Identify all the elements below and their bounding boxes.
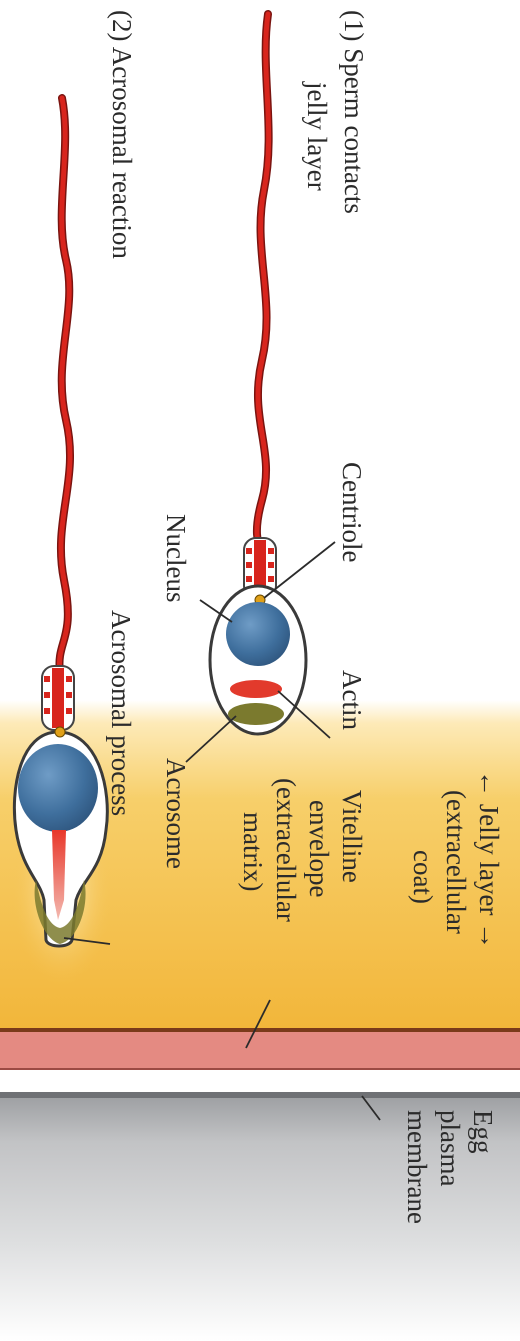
sperm1-nucleus [226, 602, 290, 666]
sperm1-acrosome [228, 703, 284, 725]
egg-label-line1: Egg [468, 1110, 498, 1154]
perivitelline-space [0, 1070, 520, 1092]
actin-label: Actin [337, 670, 367, 730]
acrosome-label: Acrosome [161, 758, 191, 869]
egg-plasma-membrane [0, 1092, 520, 1098]
egg-label-line2: plasma [435, 1110, 465, 1186]
nucleus-label: Nucleus [161, 514, 191, 602]
step2-label: (2) Acrosomal reaction [107, 10, 137, 259]
vitelline-label-line1: Vitelline [337, 790, 367, 883]
egg-label-line3: membrane [402, 1110, 432, 1224]
jelly-layer-label-line2: (extracellular [441, 790, 471, 934]
jelly-boundary [0, 1028, 520, 1032]
jelly-layer-label-line1: ← Jelly layer → [474, 770, 504, 949]
vitelline-label-line3: (extracellular [271, 778, 301, 922]
vitelline-label-line4: matrix) [238, 812, 268, 891]
sperm1-actin [230, 680, 282, 698]
sperm2-centriole [55, 727, 65, 737]
sperm2-nucleus [18, 744, 98, 832]
vitelline-envelope [0, 1032, 520, 1070]
sperm2-midpiece-core [52, 668, 64, 728]
vitelline-border [0, 1068, 520, 1070]
centriole-label: Centriole [337, 462, 367, 562]
acrosomal-process-label: Acrosomal process [106, 610, 136, 816]
step1-label-line2: jelly layer [302, 81, 332, 191]
vitelline-label-line2: envelope [304, 800, 334, 897]
step1-label-line1: (1) Sperm contacts [339, 10, 369, 214]
jelly-layer-label-line3: coat) [408, 850, 438, 904]
